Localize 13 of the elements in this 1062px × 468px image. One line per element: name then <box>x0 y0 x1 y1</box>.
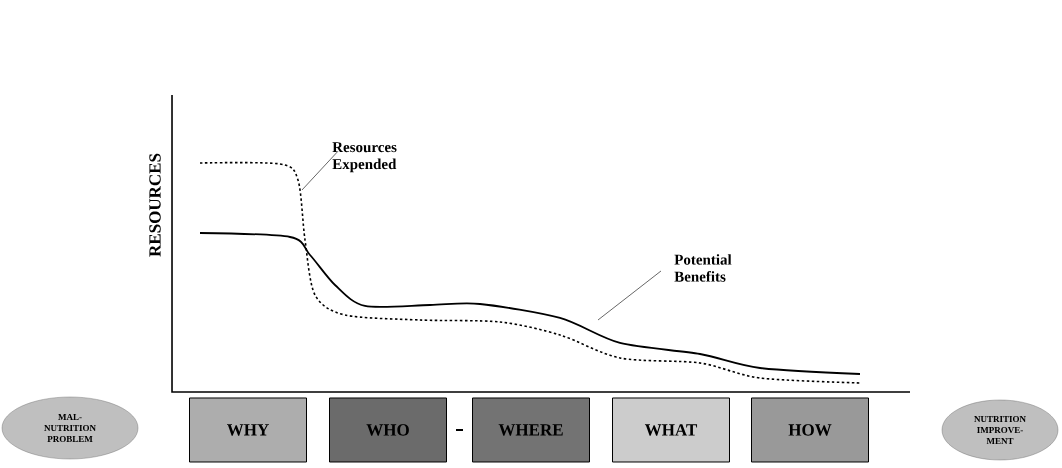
process-box: WHERE <box>472 397 590 463</box>
leader-line <box>597 270 662 321</box>
process-box: WHY <box>189 397 307 463</box>
oval-node: MAL- NUTRITION PROBLEM <box>1 396 139 460</box>
axis-title: RESOURCES <box>149 153 161 257</box>
curve-label: Resources Expended <box>332 142 397 173</box>
process-box: WHAT <box>612 397 730 463</box>
process-box: HOW <box>751 397 869 463</box>
curve-label: Potential Benefits <box>674 254 732 282</box>
process-box: WHO <box>329 397 447 463</box>
dash-connector <box>455 429 464 431</box>
leader-line <box>301 150 339 191</box>
oval-node: NUTRITION IMPROVE- MENT <box>941 399 1059 461</box>
